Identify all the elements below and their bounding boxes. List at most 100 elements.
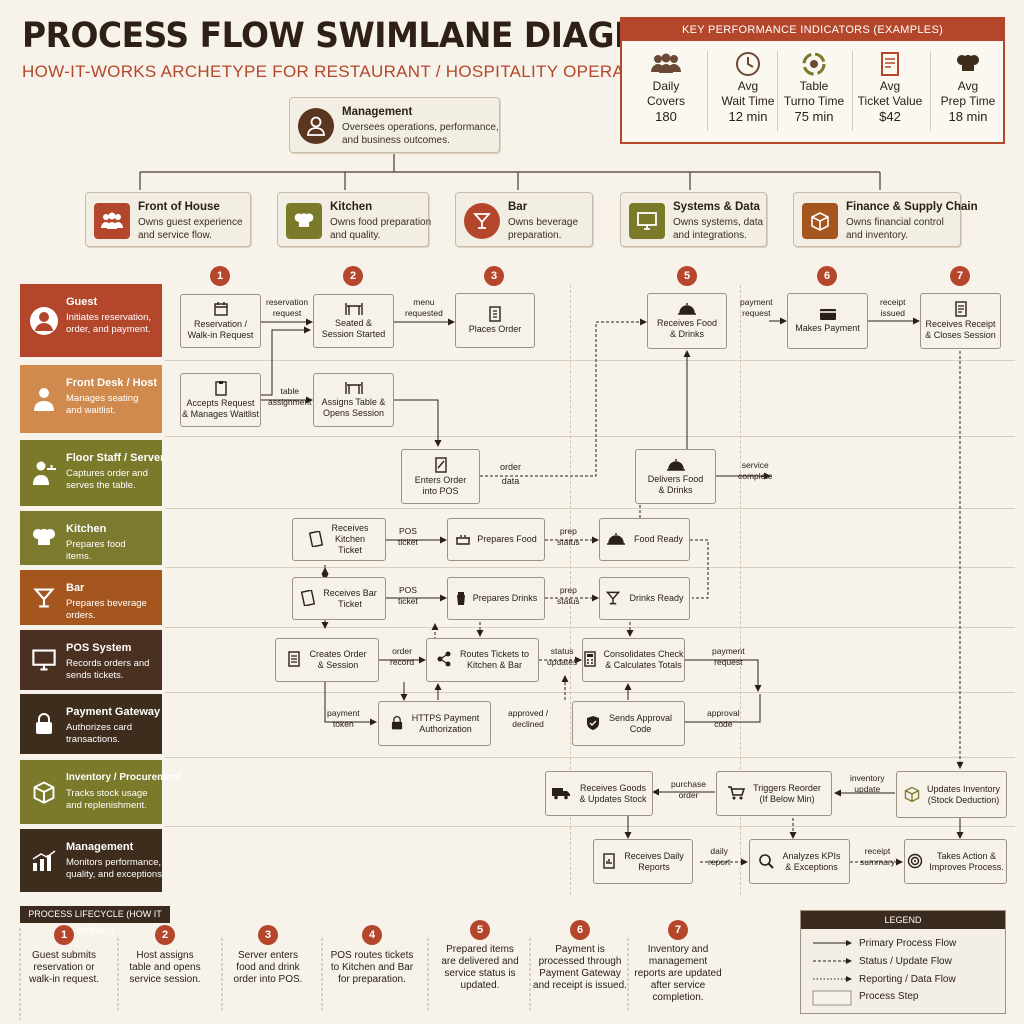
step-receives-food[interactable]: Receives Food& Drinks <box>647 293 727 349</box>
lane-guest: Guest Initiates reservation,order, and p… <box>20 284 162 357</box>
lock-icon <box>28 708 60 740</box>
step-assigns-table[interactable]: Assigns Table &Opens Session <box>313 373 394 427</box>
step-accepts-request[interactable]: Accepts Request& Manages Waitlist <box>180 373 261 427</box>
menu-icon <box>489 306 501 322</box>
step-prepares-drinks[interactable]: Prepares Drinks <box>447 577 545 620</box>
target-icon <box>908 853 923 868</box>
shaker-icon <box>456 591 465 605</box>
step-prepares-food[interactable]: Prepares Food <box>447 518 545 561</box>
step-triggers-reorder[interactable]: Triggers Reorder(If Below Min) <box>716 771 832 816</box>
page-subtitle: HOW-IT-WORKS ARCHETYPE FOR RESTAURANT / … <box>22 62 677 81</box>
kpi-heading: KEY PERFORMANCE INDICATORS (EXAMPLES) <box>622 19 1003 41</box>
lifecycle-dividers <box>19 928 629 1020</box>
step-takes-action[interactable]: Takes Action &Improves Process. <box>904 839 1007 884</box>
org-connectors <box>139 153 881 190</box>
table-icon <box>344 382 363 394</box>
legend: LEGEND Primary Process Flow Status / Upd… <box>800 910 1006 1014</box>
people-icon <box>628 49 704 79</box>
calendar-icon <box>213 302 228 316</box>
box-check-icon <box>904 786 920 802</box>
ticket-icon <box>301 589 316 606</box>
magnifier-chart-icon <box>759 853 775 869</box>
step-consolidates-check[interactable]: Consolidates Check& Calculates Totals <box>582 638 685 682</box>
phase-number: 2 <box>343 266 363 286</box>
legend-item: Status / Update Flow <box>859 956 952 967</box>
table-icon <box>344 303 363 315</box>
phase-number: 7 <box>950 266 970 286</box>
receipt-icon <box>852 49 928 79</box>
clock-icon <box>710 49 786 79</box>
phase-number: 3 <box>484 266 504 286</box>
receipt-icon <box>954 301 967 317</box>
truck-icon <box>552 787 571 799</box>
user-circle-icon <box>28 305 60 337</box>
lifecycle-heading: PROCESS LIFECYCLE (HOW IT WORKS) <box>20 906 170 936</box>
box-icon <box>802 203 838 239</box>
cocktail-icon <box>464 203 500 239</box>
phase-number: 6 <box>817 266 837 286</box>
legend-item: Reporting / Data Flow <box>859 974 956 985</box>
kpi-avg-wait: Avg Wait Time 12 min <box>710 49 786 139</box>
step-updates-inventory[interactable]: Updates Inventory(Stock Deduction) <box>896 771 1007 818</box>
page-title: PROCESS FLOW SWIMLANE DIAGRAM <box>22 16 697 56</box>
document-icon <box>288 651 301 667</box>
step-creates-order[interactable]: Creates Order& Session <box>275 638 379 682</box>
phase-number: 1 <box>210 266 230 286</box>
arrow-label: approved /declined <box>508 708 549 729</box>
step-drinks-ready[interactable]: Drinks Ready <box>599 577 690 620</box>
kpi-table-turn: Table Turno Time 75 min <box>776 49 852 139</box>
step-places-order[interactable]: Places Order <box>455 293 535 348</box>
step-analyzes-kpis[interactable]: Analyzes KPIs& Exceptions <box>749 839 850 884</box>
step-seated-session[interactable]: Seated &Session Started <box>313 294 394 348</box>
step-receives-goods[interactable]: Receives Goods& Updates Stock <box>545 771 653 816</box>
chef-hat-icon <box>286 203 322 239</box>
lane-management: Management Monitors performance,quality,… <box>20 829 165 892</box>
step-makes-payment[interactable]: Makes Payment <box>787 293 868 349</box>
lock-icon <box>391 715 402 729</box>
cocktail-icon <box>28 582 60 614</box>
phase-number: 5 <box>677 266 697 286</box>
step-food-ready[interactable]: Food Ready <box>599 518 690 561</box>
legend-item: Primary Process Flow <box>859 938 957 949</box>
cloche-icon <box>678 303 696 315</box>
turnover-icon <box>776 49 852 79</box>
step-delivers-food[interactable]: Delivers Food& Drinks <box>635 449 716 504</box>
cocktail-icon <box>606 591 621 604</box>
monitor-icon <box>629 203 665 239</box>
share-icon <box>437 651 451 667</box>
host-icon <box>28 383 60 415</box>
dept-finance-supply: Finance & Supply Chain Owns financial co… <box>793 192 978 247</box>
step-receives-receipt[interactable]: Receives Receipt& Closes Session <box>920 293 1001 349</box>
kpi-ticket-value: Avg Ticket Value $42 <box>852 49 928 139</box>
org-management-card: Management Oversees operations, performa… <box>289 97 500 153</box>
step-reservation-request[interactable]: Reservation /Walk-in Request <box>180 294 261 348</box>
